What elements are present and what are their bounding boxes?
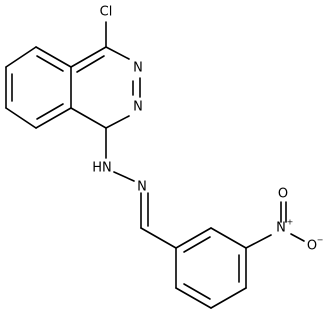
nitro-n-label: N (276, 221, 286, 236)
nitrophenyl-ring (175, 227, 247, 309)
nitro-n-charge: + (287, 218, 294, 227)
imine-double-bond (140, 192, 149, 229)
nh-n-bond (113, 171, 135, 182)
ring-n-bottom-label: N (133, 100, 143, 115)
nitro-o-right-label: O (307, 239, 317, 254)
nitro-bonds (280, 201, 305, 242)
benzo-ring (5, 46, 72, 129)
ch-aryl-bond (140, 227, 177, 249)
ring-n-top-label: N (133, 61, 143, 76)
chlorine-atom-label: Cl (100, 5, 113, 20)
imine-n-label: N (137, 180, 147, 195)
hydrazine-nh-label: HN (92, 161, 112, 176)
nitro-o-charge: − (317, 236, 324, 245)
ring-nitro-bond (245, 234, 272, 249)
diazine-ring (70, 46, 141, 129)
nitro-o-top-label: O (278, 187, 288, 202)
